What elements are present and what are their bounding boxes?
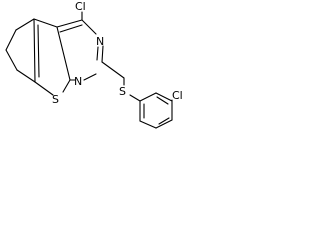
atom-n-lower: N [74, 75, 82, 88]
bond-ch2 [101, 61, 125, 79]
bond-pyrimidine-1b [59, 24, 83, 33]
bond-cyclohexane-4 [16, 69, 36, 83]
bond-cyclohexane-3 [5, 49, 18, 71]
bond-thiophene-s-right [62, 79, 71, 93]
bond-phenyl-inner-2 [158, 117, 170, 125]
bond-pyrimidine-2 [81, 19, 97, 35]
bond-phenyl-inner-3 [156, 96, 169, 105]
atom-s-link: S [119, 85, 126, 98]
bond-thiophene-bottom [34, 81, 54, 96]
atom-cl-right: Cl [172, 89, 183, 102]
bond-pyrimidine-3 [101, 45, 104, 63]
molecule-drawing: Cl N N S S Cl [5, 0, 183, 129]
bond-s-phenyl [129, 94, 141, 102]
bond-cyclohexane-2 [5, 29, 17, 51]
bond-phenyl-3 [155, 119, 173, 129]
structure-diagram: Cl N N S S Cl [0, 0, 189, 129]
atom-cl-top: Cl [75, 0, 86, 13]
bond-thiophene-top [33, 18, 58, 28]
atom-s-ring: S [52, 93, 59, 106]
bond-thiophene-left-inner [37, 24, 40, 78]
bond-pyrimidine-3b [96, 46, 99, 61]
bond-phenyl-5 [155, 92, 173, 102]
bond-thiophene-fused [56, 26, 71, 81]
atom-n-upper: N [96, 35, 104, 48]
bond-cyclohexane-1 [15, 18, 35, 31]
bond-phenyl-2 [139, 120, 157, 129]
bond-pyrimidine-4 [83, 73, 97, 81]
bonds [5, 11, 173, 129]
bond-phenyl-6 [139, 92, 157, 102]
bond-pyrimidine-1 [56, 19, 83, 28]
bond-thiophene-left [33, 18, 36, 83]
